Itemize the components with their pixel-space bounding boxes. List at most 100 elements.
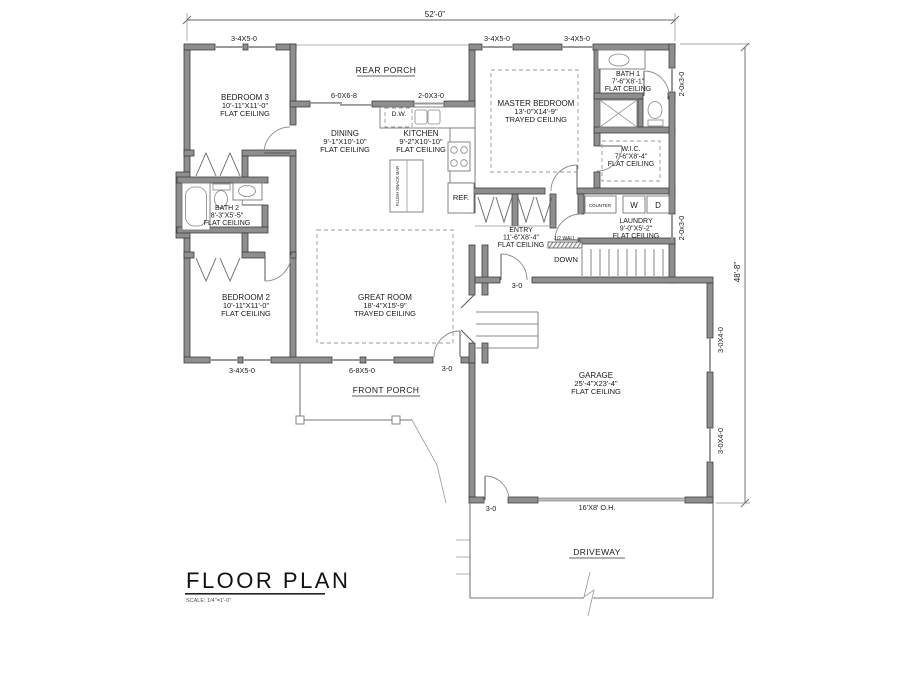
- wall-segment: [468, 187, 546, 195]
- door-label: 3-0: [442, 364, 453, 373]
- room-ceiling: FLAT CEILING: [220, 109, 270, 118]
- wall-segment: [668, 43, 676, 69]
- room-ceiling: FLAT CEILING: [608, 161, 654, 168]
- bifold-door: [219, 257, 241, 283]
- room-label: FRONT PORCH: [353, 385, 420, 395]
- stairs: [476, 241, 664, 349]
- window: [562, 46, 593, 48]
- wall-segment: [577, 193, 585, 215]
- wall-segment: [593, 171, 601, 189]
- window-label: 2-0x3-0: [677, 216, 686, 241]
- wall-segment: [183, 149, 195, 157]
- room-label: GARAGE: [579, 371, 613, 380]
- wall-segment: [183, 251, 195, 259]
- window-label: 3-4X5-0: [484, 34, 510, 43]
- dimension-lines: 52'-0" 48'-8": [182, 10, 750, 508]
- room-label: REAR PORCH: [356, 65, 417, 75]
- wall-segment: [443, 100, 476, 108]
- sliding-door: [310, 102, 342, 104]
- room-ceiling: FLAT CEILING: [396, 145, 446, 154]
- laundry-counter: [584, 195, 617, 214]
- room-label: LAUNDRY: [619, 218, 653, 225]
- sink-basin: [427, 109, 441, 125]
- wall-segment: [468, 342, 476, 364]
- window-label: 3-0X4-0: [716, 327, 725, 353]
- wall-segment: [175, 177, 183, 233]
- wall-segment: [261, 204, 269, 228]
- sink: [238, 185, 256, 197]
- room-label: BATH 1: [616, 71, 640, 78]
- room-label: W.I.C.: [621, 146, 640, 153]
- wall-segment: [511, 193, 519, 227]
- stair-treads: [581, 249, 664, 276]
- snack-bar-label: FLUSH SNACK BAR: [395, 166, 400, 206]
- half-wall-label: 1/2 WALL: [554, 236, 576, 242]
- opening-labels: 3-4X5-0 3-4X5-0 3-4X5-0 6-0X6-8 2-0X3-0 …: [229, 34, 725, 513]
- room-label: BEDROOM 3: [221, 93, 270, 102]
- refrigerator-label: REF.: [453, 193, 469, 202]
- wall-segment: [474, 276, 501, 284]
- break-symbol: [583, 571, 595, 617]
- window: [248, 46, 276, 48]
- wall-segment: [593, 92, 644, 100]
- burner: [450, 159, 458, 167]
- room-ceiling: TRAYED CEILING: [505, 115, 567, 124]
- opening-chamfer: [460, 329, 475, 344]
- wall-segment: [706, 282, 714, 339]
- counter-label: COUNTER: [589, 203, 612, 208]
- room-size: 13'-0"X14'-9": [514, 107, 558, 116]
- room-ceiling: FLAT CEILING: [221, 309, 271, 318]
- hall-door: [263, 126, 291, 154]
- overhead-door: [537, 497, 686, 502]
- room-ceiling: FLAT CEILING: [498, 242, 544, 249]
- title-block: FLOOR PLAN SCALE: 1/4"=1'-0": [185, 568, 348, 604]
- snack-bar-island: [389, 159, 424, 213]
- wall-segment: [359, 356, 367, 364]
- wall-segment: [241, 251, 266, 259]
- title-underline: [185, 593, 325, 595]
- bifold-door: [219, 151, 241, 177]
- room-ceiling: FLAT CEILING: [605, 86, 651, 93]
- shower-x: [599, 99, 638, 128]
- room-size: 10'-11"X11'-0": [223, 301, 270, 310]
- bifold-door: [495, 196, 513, 224]
- wall-segment: [512, 43, 563, 51]
- window-label: 3-4X5-0: [229, 366, 255, 375]
- down-label: DOWN: [554, 255, 578, 264]
- window-label: 3-4X5-0: [564, 34, 590, 43]
- wall-segment: [289, 100, 311, 108]
- wall-segment: [592, 43, 676, 51]
- room-label: KITCHEN: [403, 129, 438, 138]
- bifold-door: [195, 257, 217, 283]
- door-label: 3-0: [486, 504, 497, 513]
- bath2-fixtures: [181, 182, 263, 231]
- great-room-tray: [316, 229, 454, 344]
- bifold-door: [535, 196, 553, 224]
- window: [414, 102, 444, 105]
- door-label: 6-0X6-8: [331, 91, 357, 100]
- doors: [241, 70, 670, 501]
- master-tray: [490, 69, 579, 173]
- wall-segment: [668, 239, 676, 284]
- wall-segment: [468, 496, 485, 504]
- master-door: [550, 164, 578, 192]
- room-size: 7'-6"X8'-4": [615, 154, 648, 161]
- laundry-door: [554, 213, 582, 241]
- porch-post: [391, 415, 401, 425]
- bifold-door: [517, 196, 535, 224]
- washer-box: [622, 195, 646, 214]
- room-size: 7'-6"X8'-1": [612, 79, 645, 86]
- dishwasher: [384, 107, 413, 128]
- room-size: 11'-6"X8'-4": [503, 235, 539, 242]
- wall-segment: [549, 193, 557, 229]
- window-label: 2-0X3-0: [418, 91, 444, 100]
- dryer-box: [646, 195, 670, 214]
- wall-segment: [706, 371, 714, 429]
- front-door: [433, 330, 461, 358]
- door-label: 3-0: [512, 281, 523, 290]
- garage-steps: [476, 311, 539, 349]
- wall-segment: [684, 496, 714, 504]
- wall-segment: [241, 232, 249, 253]
- sliding-door: [340, 104, 372, 106]
- toilet-tank: [212, 183, 231, 191]
